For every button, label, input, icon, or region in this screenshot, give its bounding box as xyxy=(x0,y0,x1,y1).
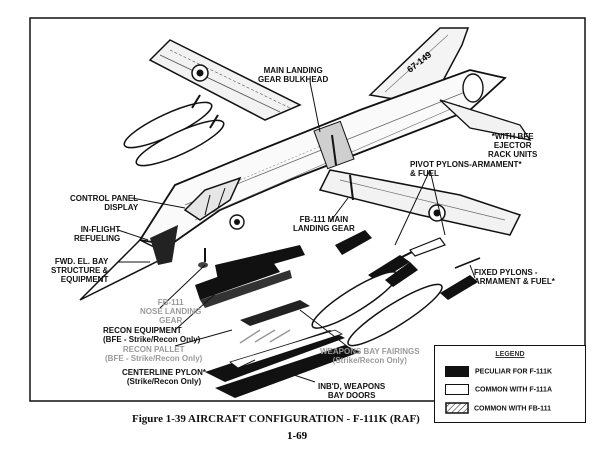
legend-title: LEGEND xyxy=(495,351,525,358)
label-fb111-main-landing-gear: FB-111 MAIN LANDING GEAR xyxy=(293,215,355,233)
legend-row-f111a: COMMON WITH F-111A xyxy=(445,384,552,395)
legend-row-fb111: COMMON WITH FB-111 xyxy=(445,402,551,415)
label-control-panel-display: CONTROL PANEL DISPLAY xyxy=(70,194,139,212)
left-wing xyxy=(148,39,302,121)
figure-caption: Figure 1-39 AIRCRAFT CONFIGURATION - F-1… xyxy=(132,413,420,425)
right-wing xyxy=(318,169,522,236)
label-recon-equipment: RECON EQUIPMENT (BFE - Strike/Recon Only… xyxy=(103,326,201,344)
legend-box: LEGEND PECULIAR FOR F-111K COMMON WITH F… xyxy=(434,345,586,423)
label-fb111-nose-landing-gear: FB-111 NOSE LANDING GEAR xyxy=(140,298,202,325)
label-recon-pallet: RECON PALLET (BFE - Strike/Recon Only) xyxy=(105,345,203,363)
legend-row-f111k: PECULIAR FOR F-111K xyxy=(445,366,552,377)
figure-frame xyxy=(29,17,586,402)
nose-underside xyxy=(150,225,178,265)
pylon-tanks-right xyxy=(311,257,481,347)
nose-radome xyxy=(79,225,178,301)
nose-landing-gear xyxy=(198,248,208,268)
legend-swatch-hatched xyxy=(445,402,469,414)
label-pivot-pylons: PIVOT PYLONS-ARMAMENT* & FUEL xyxy=(410,160,522,178)
main-landing-gear xyxy=(313,120,372,255)
gear-door-black xyxy=(335,230,372,255)
engine-nozzle xyxy=(462,73,484,103)
recon-pallet xyxy=(205,329,360,398)
leader-lines xyxy=(117,81,476,383)
label-bfe-ejector-rack: *WITH BFE EJECTOR RACK UNITS xyxy=(488,132,538,159)
legend-swatch-white xyxy=(445,384,469,395)
fb111-weapons-assemblies xyxy=(195,245,310,326)
drop-tanks-left xyxy=(123,94,225,167)
legend-swatch-black xyxy=(445,366,469,377)
label-main-landing-gear-bulkhead: MAIN LANDING GEAR BULKHEAD xyxy=(258,66,329,84)
label-centerline-pylon: CENTERLINE PYLON* (Strike/Recon Only) xyxy=(122,368,207,386)
label-fwd-el-bay: FWD. EL. BAY STRUCTURE & EQUIPMENT xyxy=(51,257,109,284)
label-fixed-pylons: FIXED PYLONS - ARMAMENT & FUEL* xyxy=(474,268,555,286)
label-in-flight-refueling: IN-FLIGHT REFUELING xyxy=(74,225,121,243)
label-inbd-weapons-bay-doors: INB'D, WEAPONS BAY DOORS xyxy=(318,382,386,400)
page-number: 1-69 xyxy=(287,430,308,442)
horizontal-tail xyxy=(439,99,532,141)
cockpit-canopy xyxy=(183,176,242,221)
label-weapons-bay-fairings: WEAPONS BAY FAIRINGS (Strike/Recon Only) xyxy=(320,347,420,365)
